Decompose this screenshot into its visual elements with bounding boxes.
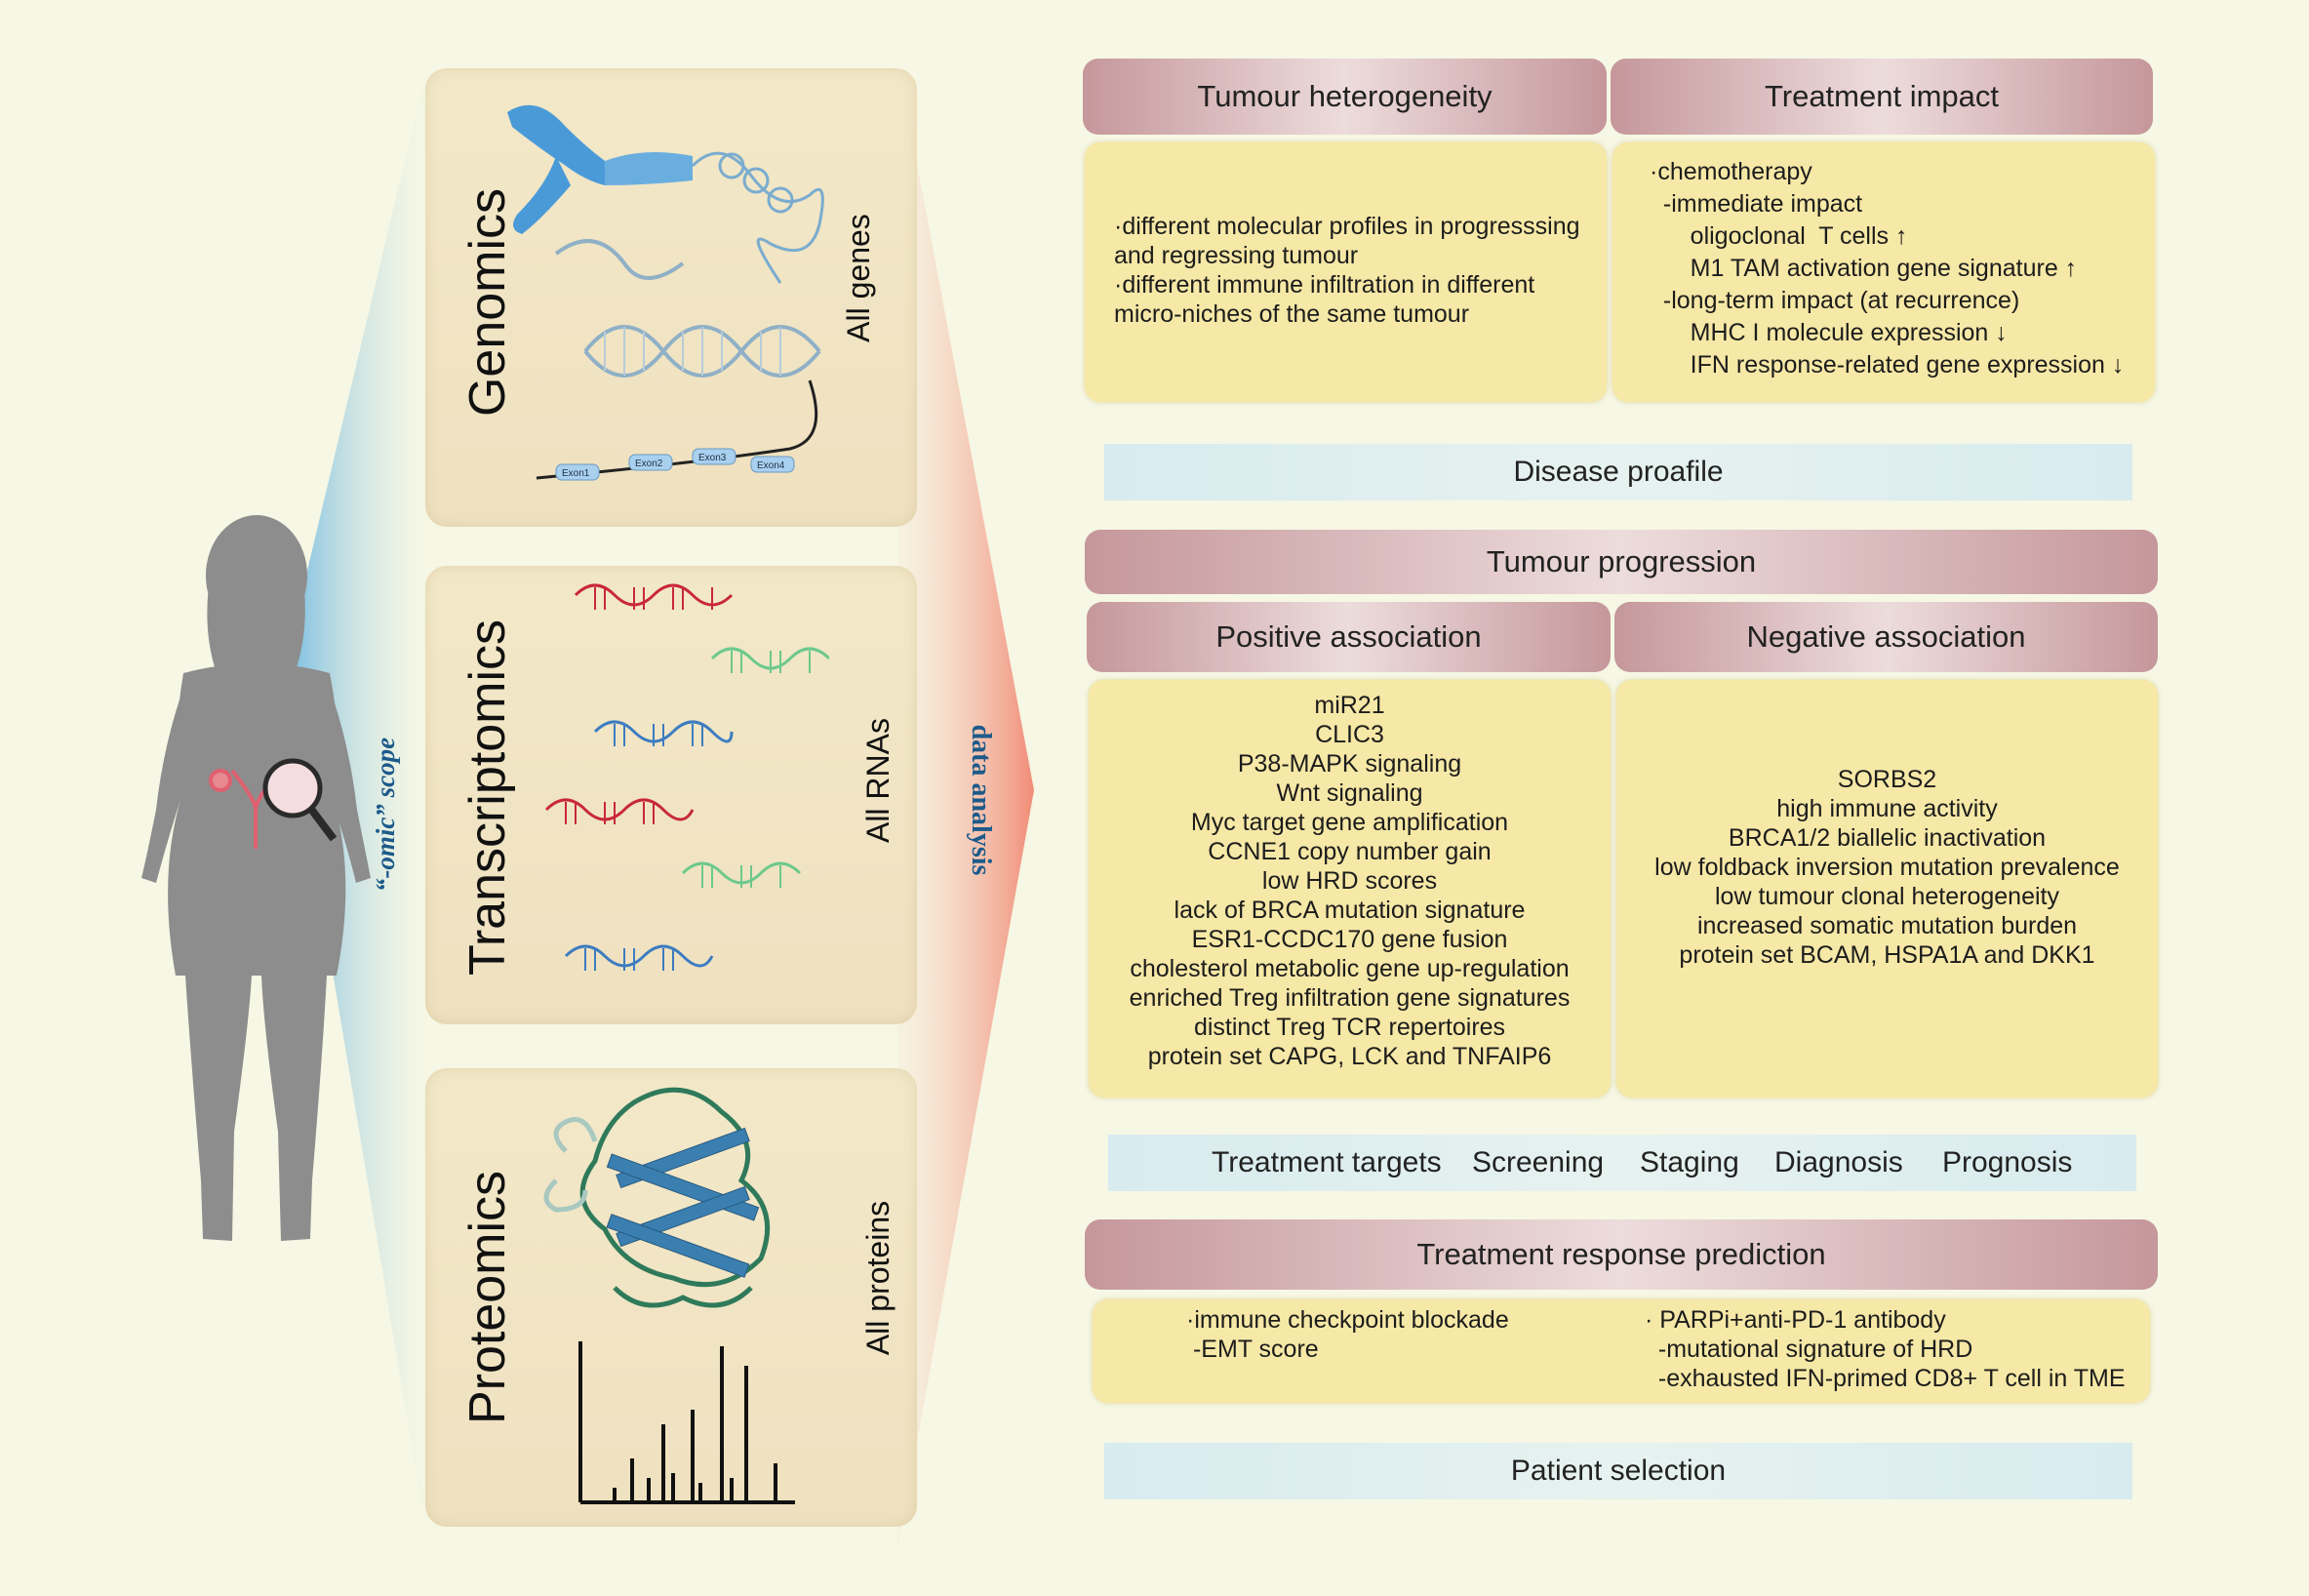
treatment-response-box: ·immune checkpoint blockade -EMT score ·… — [1093, 1299, 2150, 1403]
positive-item: miR21 — [1314, 692, 1385, 719]
heterogeneity-line: micro-niches of the same tumour — [1114, 300, 1470, 328]
treatment-response-header: Treatment response prediction — [1085, 1219, 2158, 1290]
beta-sheets-icon — [606, 1127, 760, 1278]
proteomics-side-label: All proteins — [860, 1200, 896, 1356]
positive-item: lack of BRCA mutation signature — [1174, 897, 1526, 924]
positive-item: enriched Treg infiltration gene signatur… — [1129, 984, 1571, 1012]
treatment-line: -long-term impact (at recurrence) — [1650, 287, 2020, 314]
positive-item: P38-MAPK signaling — [1237, 750, 1462, 778]
negative-association-box: SORBS2 high immune activity BRCA1/2 bial… — [1616, 680, 2158, 1097]
prediction-left-line: -EMT score — [1186, 1336, 1319, 1363]
treatment-line: M1 TAM activation gene signature ↑ — [1650, 255, 2078, 282]
chromatin-coil-icon — [691, 151, 824, 284]
protein-structure-icon — [543, 1087, 771, 1308]
treatment-line: MHC I molecule expression ↓ — [1650, 319, 2008, 346]
positive-association-box: miR21 CLIC3 P38-MAPK signaling Wnt signa… — [1089, 680, 1611, 1097]
proteomics-title: Proteomics — [459, 1170, 516, 1425]
dna-illustration: Exon1 Exon2 Exon3 Exon4 — [507, 104, 824, 481]
exon-label: Exon1 — [562, 468, 590, 479]
treatment-line: oligoclonal T cells ↑ — [1650, 222, 1908, 250]
disease-profile-bar: Disease proafile — [1104, 444, 2132, 500]
prediction-left-line: ·immune checkpoint blockade — [1186, 1306, 1509, 1334]
rna-strand-icon — [544, 798, 695, 821]
positive-item: ESR1-CCDC170 gene fusion — [1191, 926, 1508, 953]
prediction-right-line: · PARPi+anti-PD-1 antibody — [1645, 1306, 1946, 1334]
rna-strand-icon — [564, 944, 714, 968]
exon-boxes: Exon1 Exon2 Exon3 Exon4 — [555, 448, 795, 481]
exon-label: Exon4 — [757, 460, 785, 471]
negative-item: protein set BCAM, HSPA1A and DKK1 — [1679, 941, 2095, 969]
positive-item: protein set CAPG, LCK and TNFAIP6 — [1147, 1043, 1552, 1070]
positive-item: cholesterol metabolic gene up-regulation — [1130, 955, 1570, 982]
tumour-progression-header: Tumour progression — [1085, 530, 2158, 594]
heterogeneity-line: and regressing tumour — [1114, 242, 1359, 269]
transcriptomics-side-label: All RNAs — [860, 718, 896, 844]
data-analysis-label: data analysis — [966, 724, 996, 876]
application-staging: Staging — [1640, 1146, 1739, 1178]
application-screening: Screening — [1472, 1146, 1605, 1178]
negative-association-header: Negative association — [1614, 602, 2158, 672]
applications-bar: Treatment targets Screening Staging Diag… — [1108, 1135, 2136, 1191]
omic-scope-label: “-omic” scope — [371, 737, 400, 893]
negative-item: BRCA1/2 biallelic inactivation — [1728, 824, 2047, 852]
prediction-right-line: -mutational signature of HRD — [1645, 1336, 1973, 1363]
rna-illustration — [544, 583, 829, 971]
treatment-impact-box: ·chemotherapy -immediate impact oligoclo… — [1612, 142, 2155, 402]
magnifier-icon — [262, 758, 338, 842]
positive-association-header: Positive association — [1087, 602, 1611, 672]
mass-spectrum-icon — [578, 1341, 795, 1504]
exon-label: Exon2 — [635, 459, 663, 469]
heterogeneity-line: ·different immune infiltration in differ… — [1114, 271, 1535, 299]
positive-item: CCNE1 copy number gain — [1208, 838, 1492, 865]
genomics-panel — [425, 68, 917, 527]
negative-item: SORBS2 — [1837, 766, 1937, 793]
application-treatment-targets: Treatment targets — [1212, 1146, 1442, 1178]
positive-item: distinct Treg TCR repertoires — [1193, 1014, 1506, 1041]
negative-item: low tumour clonal heterogeneity — [1715, 883, 2059, 910]
treatment-line: IFN response-related gene expression ↓ — [1650, 351, 2125, 379]
negative-item: high immune activity — [1776, 795, 1998, 822]
transcriptomics-title: Transcriptomics — [459, 618, 516, 976]
positive-item: CLIC3 — [1315, 721, 1384, 748]
rna-strand-icon — [574, 583, 734, 607]
positive-item: low HRD scores — [1261, 867, 1438, 895]
negative-item: low foldback inversion mutation prevalen… — [1654, 854, 2120, 881]
chromosome-icon — [507, 104, 693, 234]
positive-item: Myc target gene amplification — [1190, 809, 1509, 836]
data-analysis-arrow — [897, 59, 1034, 1551]
proteomics-panel — [425, 1068, 917, 1527]
rna-strand-icon — [593, 720, 734, 743]
treatment-impact-header: Treatment impact — [1611, 59, 2153, 135]
application-prognosis: Prognosis — [1942, 1146, 2073, 1178]
treatment-line: -immediate impact — [1650, 190, 1863, 218]
patient-selection-bar: Patient selection — [1104, 1443, 2132, 1499]
application-diagnosis: Diagnosis — [1774, 1146, 1903, 1178]
tumour-heterogeneity-header: Tumour heterogeneity — [1083, 59, 1607, 135]
protein-illustration — [543, 1087, 795, 1504]
positive-item: Wnt signaling — [1276, 779, 1423, 807]
negative-item: increased somatic mutation burden — [1696, 912, 2078, 939]
prediction-right-line: -exhausted IFN-primed CD8+ T cell in TME — [1645, 1365, 2126, 1392]
exon-label: Exon3 — [698, 453, 727, 463]
treatment-line: ·chemotherapy — [1650, 158, 1812, 185]
tumour-heterogeneity-box: ·different molecular profiles in progres… — [1085, 142, 1607, 402]
heterogeneity-line: ·different molecular profiles in progres… — [1114, 213, 1580, 240]
